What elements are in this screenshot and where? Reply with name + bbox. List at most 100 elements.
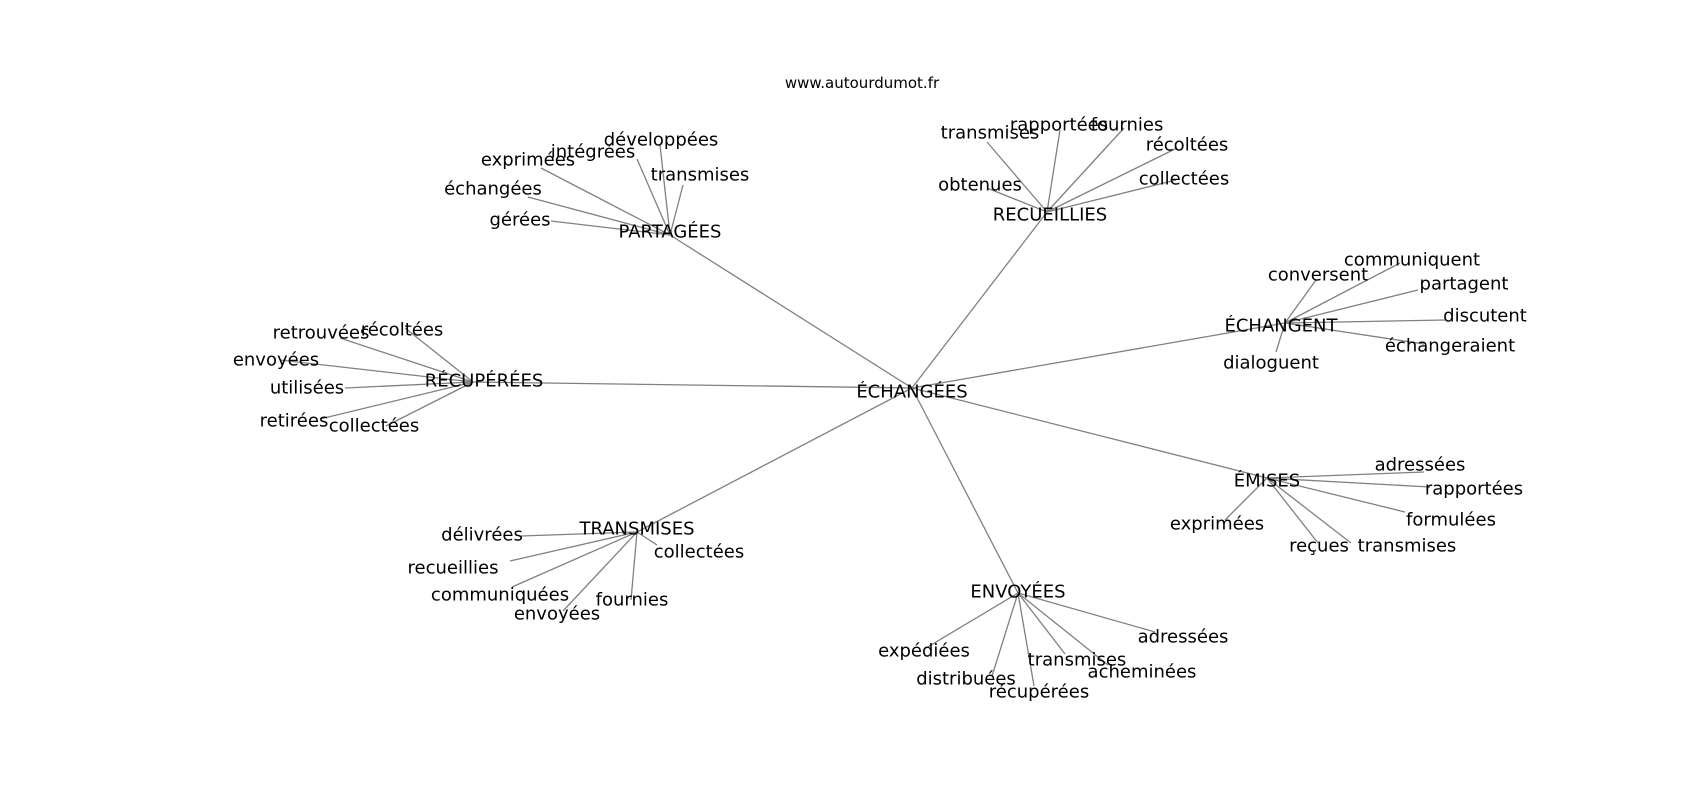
branch-word: PARTAGÉES — [619, 221, 722, 243]
leaf-word: envoyées — [233, 350, 319, 371]
graph-labels: ÉCHANGÉES PARTAGÉES développées transmises e… — [233, 115, 1527, 703]
edge-center-to-5 — [636, 387, 913, 533]
leaf-word: récoltées — [1146, 135, 1229, 156]
edge-branch-6-leaf-3 — [1017, 592, 1066, 655]
edge-branch-6-leaf-1 — [925, 592, 1019, 649]
edge-branch-1-leaf-2 — [1046, 127, 1125, 213]
edge-branch-0-leaf-1 — [669, 184, 684, 236]
leaf-word: récoltées — [361, 320, 444, 341]
edge-branch-1-leaf-3 — [1046, 147, 1178, 213]
leaf-word: récupérées — [989, 682, 1089, 703]
edge-branch-3-leaf-0 — [339, 337, 474, 383]
edge-center-to-0 — [669, 234, 913, 389]
leaf-word: adressées — [1375, 455, 1466, 476]
leaf-word: intégrées — [551, 142, 636, 163]
edge-branch-0-leaf-3 — [636, 158, 671, 236]
edge-branch-0-leaf-5 — [550, 220, 671, 236]
leaf-word: rapportées — [1425, 479, 1523, 500]
leaf-word: recueillies — [408, 558, 499, 579]
graph-edges — [279, 127, 1446, 687]
edge-branch-6-leaf-5 — [1017, 592, 1035, 687]
edge-branch-3-leaf-4 — [319, 381, 474, 420]
leaf-word: dialoguent — [1223, 353, 1319, 374]
edge-branch-4-leaf-1 — [1266, 477, 1431, 488]
edge-center-to-4 — [911, 387, 1268, 479]
leaf-word: envoyées — [514, 604, 600, 625]
edge-branch-4-leaf-0 — [1266, 471, 1425, 479]
edge-branch-0-leaf-0 — [659, 144, 671, 236]
leaf-word: échangeraient — [1385, 336, 1515, 357]
edge-center-to-6 — [911, 387, 1019, 594]
edge-branch-6-leaf-2 — [1017, 592, 1109, 666]
leaf-word: rapportées — [1010, 115, 1108, 136]
leaf-word: retirées — [260, 411, 329, 432]
branch-word: ENVOYÉES — [970, 581, 1065, 603]
leaf-word: partagent — [1420, 274, 1509, 295]
edge-branch-5-leaf-2 — [636, 531, 658, 546]
edge-branch-4-leaf-3 — [1224, 477, 1268, 521]
leaf-word: gérées — [489, 210, 550, 231]
edge-branch-6-leaf-4 — [991, 592, 1019, 677]
edge-branch-5-leaf-4 — [630, 531, 638, 601]
edge-branch-2-leaf-5 — [1275, 322, 1286, 353]
leaf-word: distribuées — [916, 669, 1016, 690]
leaf-word: utilisées — [270, 378, 344, 399]
edge-branch-5-leaf-0 — [520, 531, 638, 537]
edge-center-to-2 — [911, 322, 1286, 389]
edge-branch-5-leaf-5 — [562, 531, 638, 612]
leaf-word: obtenues — [938, 175, 1022, 196]
edge-branch-5-leaf-1 — [509, 531, 638, 562]
leaf-word: conversent — [1268, 265, 1368, 286]
leaf-word: transmises — [651, 165, 750, 186]
leaf-word: expédiées — [878, 641, 970, 662]
branch-word: TRANSMISES — [578, 519, 694, 540]
edge-branch-3-leaf-3 — [344, 381, 474, 389]
edge-branch-2-leaf-1 — [1284, 279, 1317, 324]
edge-branch-4-leaf-5 — [1266, 477, 1352, 544]
leaf-word: adressées — [1138, 627, 1229, 648]
leaf-word: collectées — [654, 542, 744, 563]
leaf-word: transmises — [1028, 650, 1127, 671]
branch-word: RÉCUPÉRÉES — [425, 370, 544, 392]
leaf-word: reçues — [1289, 536, 1349, 557]
branch-word: ÉMISES — [1234, 470, 1300, 492]
edge-center-to-1 — [911, 211, 1048, 389]
leaf-word: exprimées — [1170, 514, 1264, 535]
edge-branch-1-leaf-1 — [986, 141, 1048, 213]
edge-branch-2-leaf-3 — [1284, 319, 1446, 324]
edge-branch-3-leaf-2 — [279, 359, 474, 383]
branch-word: RECUEILLIES — [993, 205, 1107, 226]
edge-branch-5-leaf-3 — [511, 531, 638, 588]
leaf-word: formulées — [1406, 510, 1496, 531]
edge-branch-3-leaf-5 — [385, 381, 474, 427]
leaf-word: fournies — [1091, 115, 1164, 136]
leaf-word: fournies — [596, 590, 669, 611]
leaf-word: délivrées — [441, 525, 523, 546]
edge-branch-1-leaf-4 — [986, 187, 1048, 213]
leaf-word: retrouvées — [273, 323, 370, 344]
leaf-word: échangées — [444, 179, 542, 200]
leaf-word: collectées — [329, 416, 419, 437]
edge-branch-6-leaf-0 — [1017, 592, 1156, 633]
branch-word: ÉCHANGENT — [1224, 315, 1338, 337]
leaf-word: transmises — [941, 123, 1040, 144]
leaf-word: communiquent — [1344, 250, 1480, 271]
edge-branch-0-leaf-2 — [540, 167, 671, 236]
source-label: www.autourdumot.fr — [785, 74, 940, 92]
leaf-word: exprimées — [481, 150, 575, 171]
leaf-word: acheminées — [1088, 662, 1197, 683]
leaf-word: transmises — [1358, 536, 1457, 557]
leaf-word: développées — [604, 130, 719, 151]
edge-branch-3-leaf-1 — [404, 327, 474, 383]
center-word: ÉCHANGÉES — [856, 381, 967, 403]
leaf-word: discutent — [1443, 306, 1527, 327]
edge-branch-1-leaf-0 — [1046, 129, 1061, 213]
leaf-word: collectées — [1139, 169, 1229, 190]
edge-center-to-3 — [472, 381, 913, 389]
edge-branch-2-leaf-4 — [1284, 322, 1425, 345]
edge-branch-4-leaf-2 — [1266, 477, 1406, 513]
edge-branch-0-leaf-4 — [527, 196, 671, 236]
edge-branch-2-leaf-0 — [1284, 262, 1401, 324]
edge-branch-1-leaf-5 — [1046, 179, 1177, 213]
